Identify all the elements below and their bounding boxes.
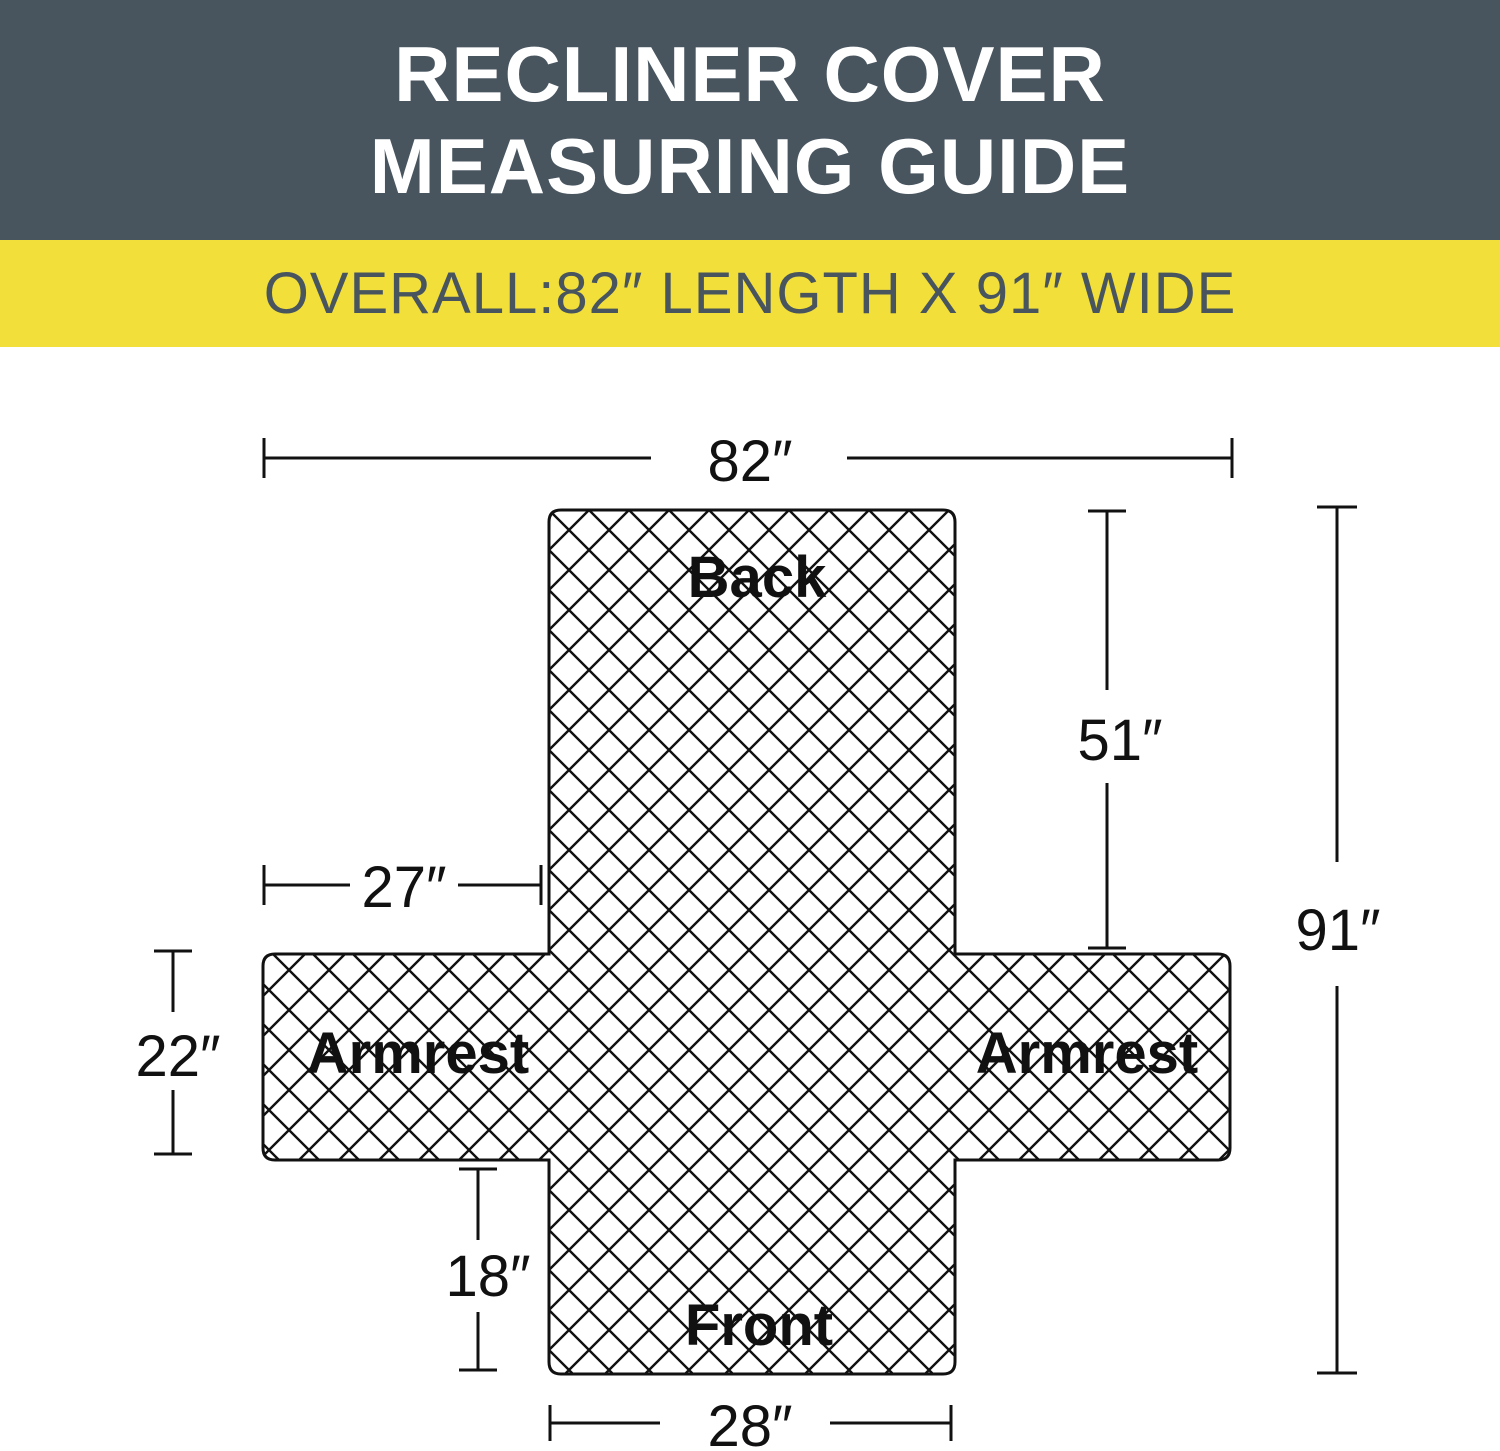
label-back: Back: [688, 545, 827, 610]
header-banner: RECLINER COVER MEASURING GUIDE: [0, 0, 1500, 240]
label-armrest-right: Armrest: [976, 1021, 1198, 1086]
dimension-line-overall-height: [1317, 505, 1357, 1375]
label-armrest-left: Armrest: [307, 1021, 529, 1086]
overall-band: OVERALL:82″ LENGTH X 91″ WIDE: [0, 240, 1500, 347]
dimension-line-front-width: [548, 1405, 953, 1441]
title-line-1: RECLINER COVER: [394, 30, 1106, 118]
dim-front-width: 28″: [707, 1394, 792, 1451]
dimension-line-armrest-length: [262, 865, 543, 905]
dimension-line-overall-width: [262, 438, 1234, 478]
dim-overall-height: 91″: [1295, 898, 1380, 963]
dim-armrest-width: 22″: [135, 1024, 220, 1089]
dim-front-length: 18″: [445, 1244, 530, 1309]
cover-shape: [261, 508, 1232, 1376]
dim-armrest-length: 27″: [361, 855, 446, 920]
dimension-line-back-length: [1088, 509, 1126, 950]
title-line-2: MEASURING GUIDE: [369, 122, 1131, 210]
dimension-line-armrest-width: [154, 949, 192, 1156]
overall-dimensions: OVERALL:82″ LENGTH X 91″ WIDE: [263, 261, 1237, 326]
dim-overall-width: 82″: [707, 429, 792, 494]
dim-back-length: 51″: [1077, 708, 1162, 773]
label-front: Front: [685, 1293, 833, 1358]
dimension-line-front-length: [459, 1167, 497, 1372]
